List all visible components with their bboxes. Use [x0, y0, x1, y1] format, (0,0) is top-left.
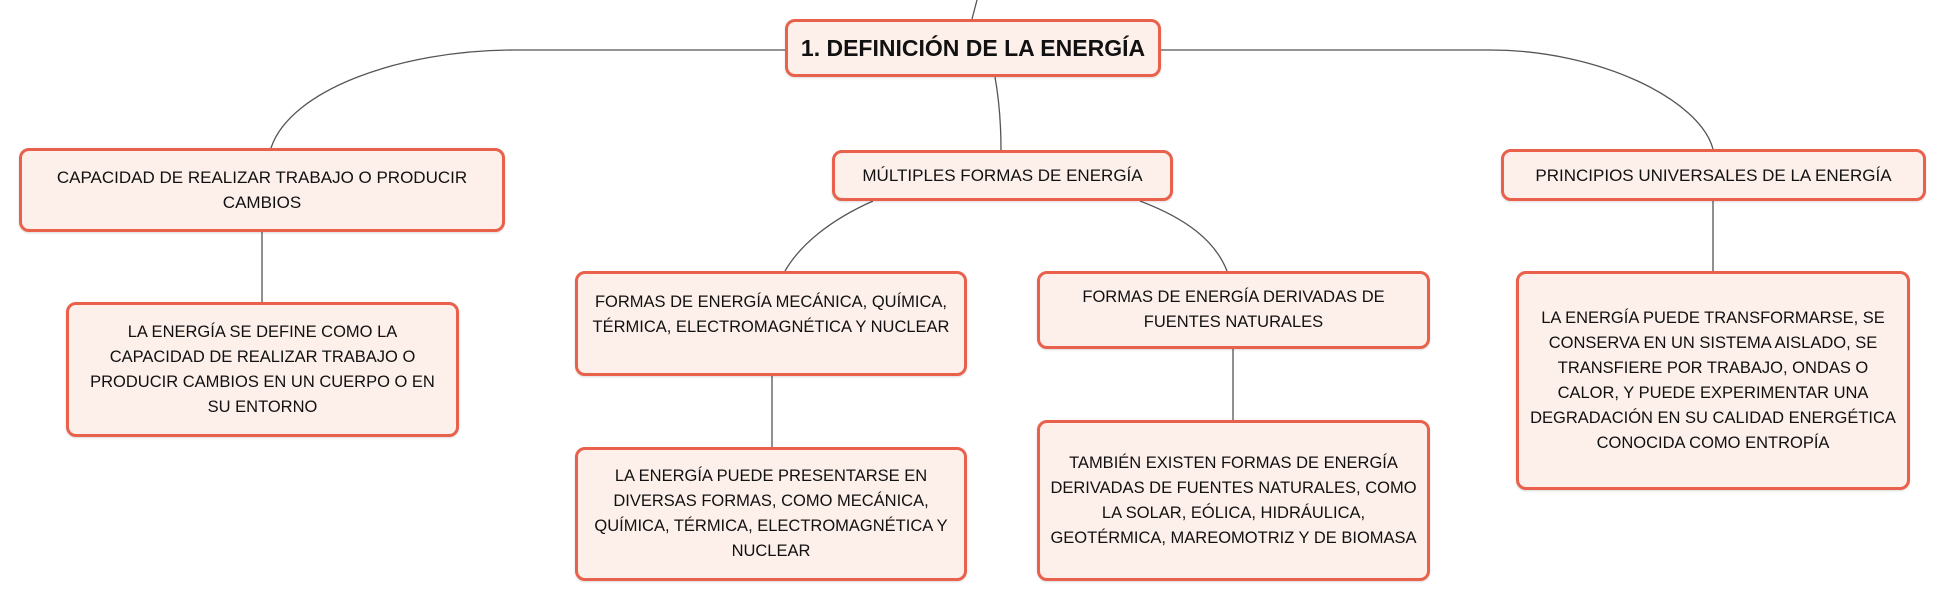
link-root-multiples [994, 76, 1002, 151]
node-formas-mecanica-desc[interactable]: LA ENERGÍA PUEDE PRESENTARSE EN DIVERSAS… [575, 447, 967, 581]
node-definicion[interactable]: LA ENERGÍA SE DEFINE COMO LA CAPACIDAD D… [66, 302, 459, 437]
node-fuentes-naturales[interactable]: FORMAS DE ENERGÍA DERIVADAS DE FUENTES N… [1037, 271, 1430, 349]
link-parent-root [971, 0, 978, 20]
branch-multiples-formas[interactable]: MÚLTIPLES FORMAS DE ENERGÍA [832, 150, 1173, 201]
link-multiples-naturales [1139, 200, 1228, 272]
node-formas-mecanica[interactable]: FORMAS DE ENERGÍA MECÁNICA, QUÍMICA, TÉR… [575, 271, 967, 376]
branch-capacidad[interactable]: CAPACIDAD DE REALIZAR TRABAJO O PRODUCIR… [19, 148, 505, 232]
link-root-capacidad [270, 49, 785, 149]
root-node[interactable]: 1. DEFINICIÓN DE LA ENERGÍA [785, 19, 1161, 77]
branch-principios[interactable]: PRINCIPIOS UNIVERSALES DE LA ENERGÍA [1501, 149, 1926, 201]
link-multiples-mecanica [784, 200, 874, 272]
node-principios-desc[interactable]: LA ENERGÍA PUEDE TRANSFORMARSE, SE CONSE… [1516, 271, 1910, 490]
link-root-principios [1161, 49, 1714, 150]
node-fuentes-naturales-desc[interactable]: TAMBIÉN EXISTEN FORMAS DE ENERGÍA DERIVA… [1037, 420, 1430, 581]
